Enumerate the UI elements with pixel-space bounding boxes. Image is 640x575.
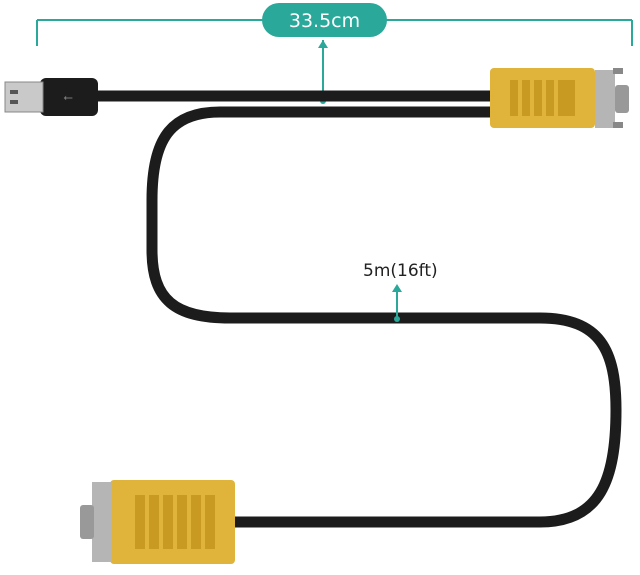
cable-length-label: 5m(16ft) [363,261,438,281]
arrow-up-icon [392,284,402,292]
arrow-up-icon [318,40,328,48]
cable [89,90,622,528]
vga-connector-icon [80,480,235,564]
vga-connector-icon [490,68,629,128]
svg-text:⭠: ⭠ [63,90,73,104]
dimension-pill [262,3,387,37]
usb-plug-icon: ⭠ [4,78,98,116]
dimension-label: 33.5cm [289,10,360,32]
